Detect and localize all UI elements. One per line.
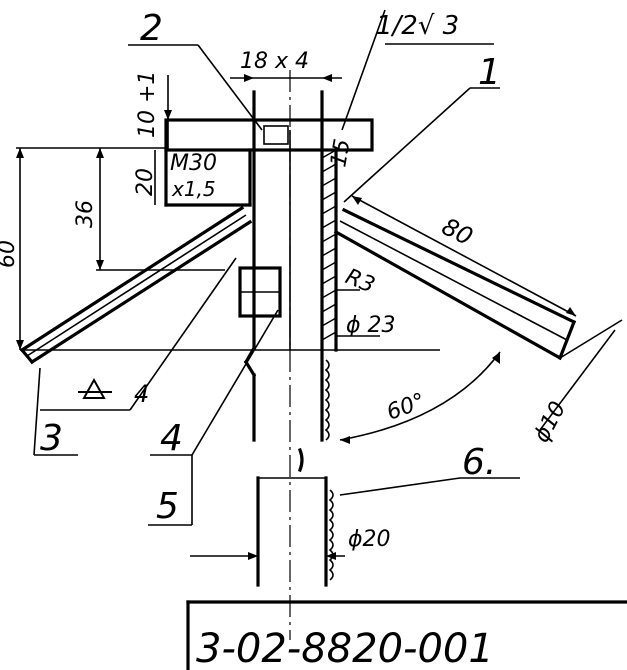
phi20-label: ϕ20 [348, 527, 391, 552]
threaded-block [238, 266, 282, 318]
part-6-label: 6. [462, 442, 496, 483]
weld-a4-label: 4 [134, 380, 149, 408]
angle-60-label: 60° [384, 389, 429, 426]
phi23-label: ϕ 23 [346, 313, 396, 338]
thread-label: M30 [170, 151, 217, 176]
depth-label: 20 [133, 168, 158, 196]
dim-36-label: 36 [73, 200, 98, 228]
lower-pipe [256, 447, 328, 587]
top-flange [164, 118, 374, 207]
left-rod [19, 205, 253, 365]
document-number: 3-02-8820-001 [196, 626, 494, 670]
part-1-label: 1 [478, 52, 501, 93]
part-5-label: 5 [156, 486, 179, 527]
weld-hatching [321, 148, 338, 581]
phi10-label: ϕ10 [529, 398, 571, 447]
dim-60-label: 60 [0, 240, 20, 268]
pitch-label: x1,5 [171, 177, 216, 201]
r3-label: R3 [342, 264, 379, 298]
part-2-label: 2 [140, 8, 163, 49]
dimension-lines [16, 9, 616, 560]
roughness-label: 1/2√ 3 [376, 11, 459, 41]
right-rod [333, 207, 623, 361]
tolerance-label: 10 +1 [135, 71, 160, 138]
part-4-label: 4 [160, 418, 183, 459]
title-block [186, 600, 627, 670]
top-size-label: 18 x 4 [240, 49, 309, 74]
weld-triangle-icon [78, 377, 112, 399]
part-3-label: 3 [40, 418, 63, 459]
dim-15-label: 15 [326, 137, 355, 169]
